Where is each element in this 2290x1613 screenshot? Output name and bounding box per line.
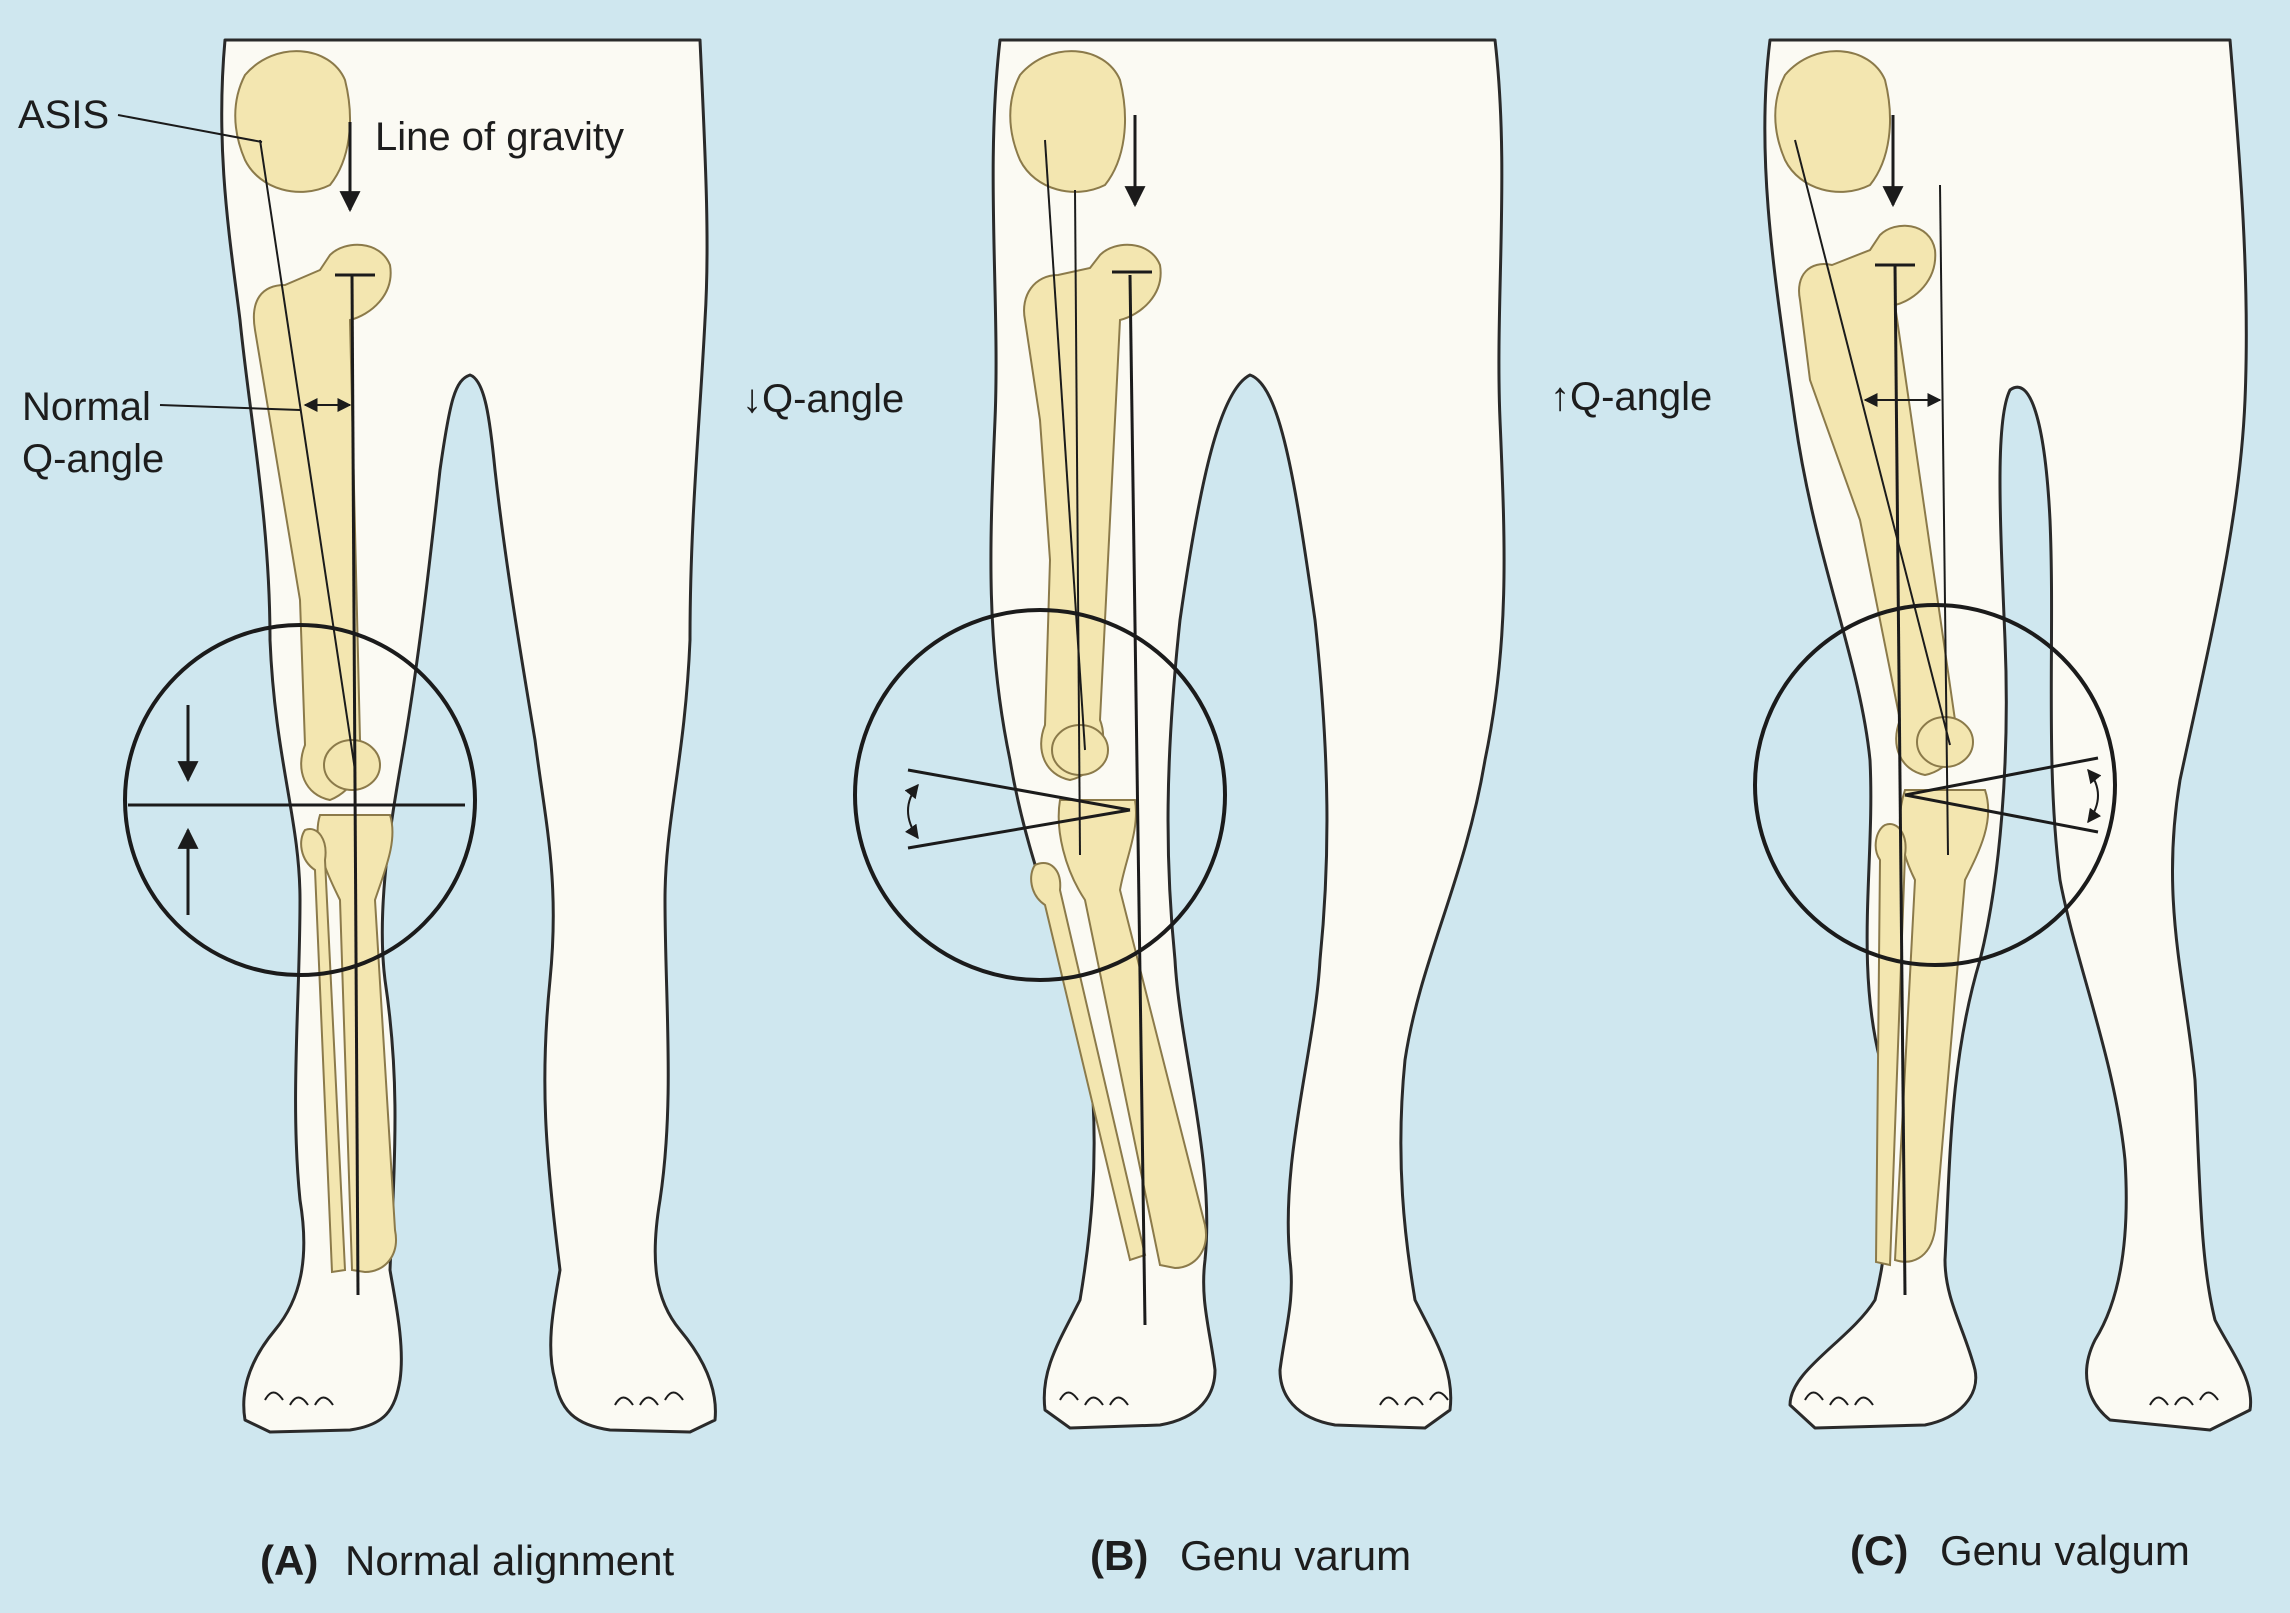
- asis-leader-line: [117, 114, 263, 143]
- panel-a-pelvis-bone: [234, 50, 351, 193]
- panel-a-letter: (A): [260, 1537, 318, 1584]
- panel-a-asis-line: [259, 139, 356, 771]
- panel-b-genu-varum: ↓Q-angle ↑Q-angle (B) Genu varum: [742, 38, 1712, 1579]
- panel-c-genu-valgum: (C) Genu valgum: [1753, 38, 2253, 1574]
- panel-c-letter: (C): [1850, 1527, 1908, 1574]
- panel-c-patella-bone: [1916, 716, 1974, 768]
- panel-c-angle-line-lower: [1904, 793, 2099, 834]
- panel-c-knee-circle: [1753, 603, 2117, 967]
- panel-b-angle-line-lower: [907, 808, 1131, 850]
- panel-b-fibula-bone: [1030, 862, 1147, 1262]
- panel-b-knee-circle: [853, 608, 1227, 982]
- panel-b-angle-line-upper: [907, 768, 1131, 812]
- panel-b-letter: (B): [1090, 1532, 1148, 1579]
- normal-q-angle-label-line1: Normal: [22, 385, 151, 429]
- panel-a-gravity-line: [350, 274, 360, 1296]
- line-of-gravity-label: Line of gravity: [375, 115, 624, 159]
- panel-a-knee-circle: [123, 623, 477, 977]
- panel-b-toes: [1059, 1391, 1449, 1406]
- panel-b-gravity-line: [1128, 274, 1147, 1326]
- panel-c-pelvis-bone: [1774, 50, 1891, 193]
- decreased-q-angle-label: ↓Q-angle: [742, 377, 904, 421]
- panel-a-patella-bone: [323, 739, 381, 791]
- panel-b-pelvis-bone: [1009, 50, 1126, 193]
- panel-c-femoral-axis-line: [1939, 184, 1949, 856]
- panel-a-title: Normal alignment: [345, 1537, 674, 1584]
- panel-c-gravity-line: [1893, 264, 1907, 1296]
- panel-c-fibula-bone: [1874, 823, 1907, 1267]
- panel-b-title: Genu varum: [1180, 1532, 1411, 1579]
- panel-b-femoral-axis-line: [1074, 189, 1081, 856]
- panel-c-asis-line: [1794, 139, 1951, 746]
- panel-b-angle-arc: [904, 783, 919, 840]
- normal-q-angle-label-line2: Q-angle: [22, 437, 164, 481]
- panel-c-angle-line-upper: [1904, 756, 2099, 797]
- panel-c-title: Genu valgum: [1940, 1527, 2190, 1574]
- panel-a-toes: [264, 1391, 684, 1406]
- panel-b-tibia-bone: [1057, 799, 1207, 1270]
- asis-label: ASIS: [18, 93, 109, 137]
- panel-a-normal-alignment: ASIS Line of gravity Normal Q-angle (A) …: [18, 38, 717, 1584]
- normal-q-angle-leader-line: [159, 404, 301, 411]
- increased-q-angle-label: ↑Q-angle: [1550, 375, 1712, 419]
- panel-c-angle-arc: [2087, 768, 2102, 824]
- panel-a-fibula-bone: [300, 828, 347, 1274]
- panel-c-toes: [1804, 1391, 2219, 1406]
